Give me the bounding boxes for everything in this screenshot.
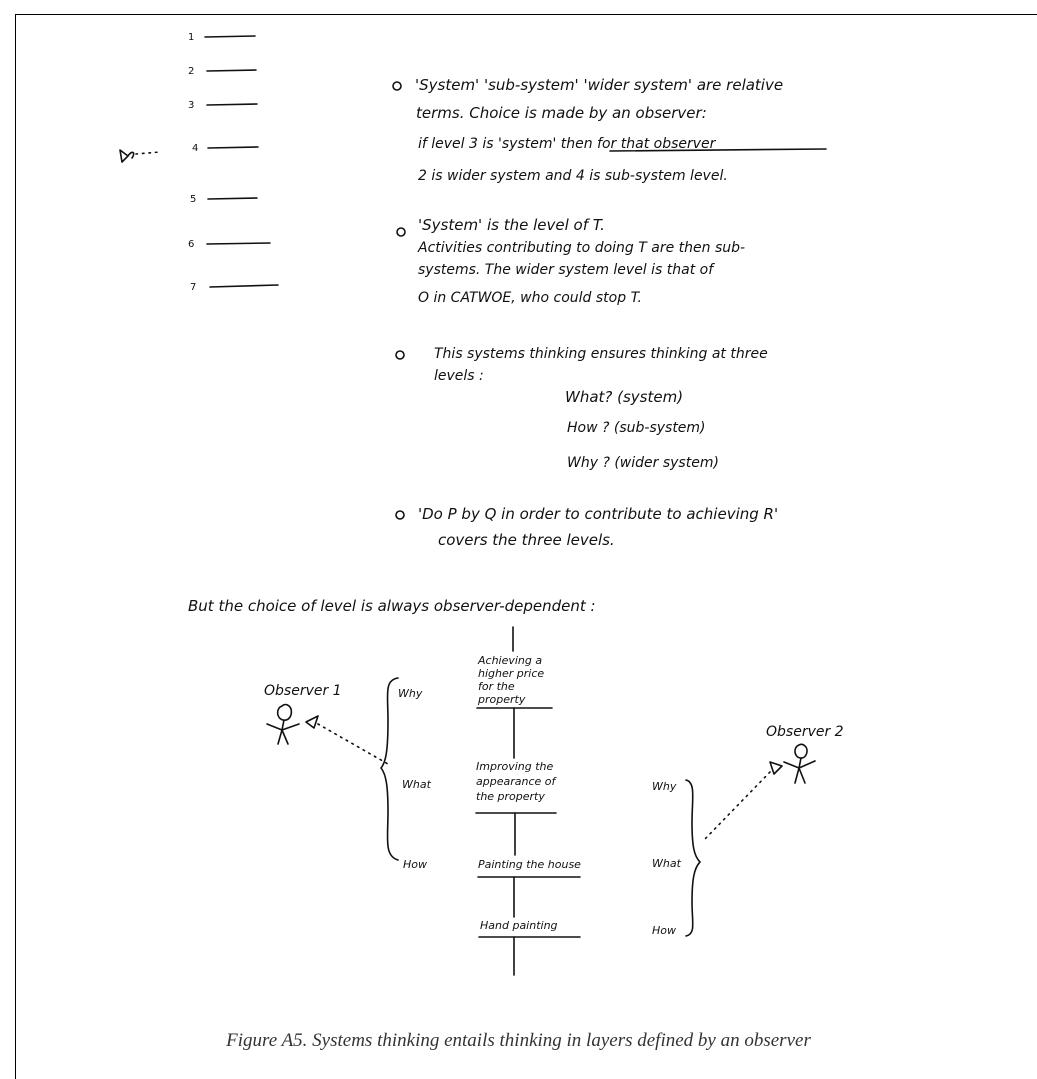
bullet-4 xyxy=(395,510,405,520)
eye-icon xyxy=(769,761,783,775)
observer-eye-icon xyxy=(119,149,161,163)
figure-caption: Figure A5. Systems thinking entails thin… xyxy=(226,1030,811,1051)
hierarchy-text: Achieving a xyxy=(477,654,542,667)
hierarchy-text: appearance of xyxy=(476,775,557,788)
note-line: systems. The wider system level is that … xyxy=(418,262,715,278)
hierarchy-text: higher price xyxy=(478,667,544,680)
hierarchy-text: Hand painting xyxy=(480,919,558,932)
brace-1: Why What How xyxy=(380,677,432,871)
hierarchy-level-what: Improving the appearance of the property xyxy=(475,760,557,814)
level-number: 6 xyxy=(188,239,194,250)
level-number: 1 xyxy=(188,32,194,43)
observer-1: Observer 1 xyxy=(264,683,389,765)
brace-2-what: What xyxy=(652,857,682,870)
brace-right xyxy=(685,779,701,937)
level-line xyxy=(207,146,259,149)
sight-line xyxy=(703,771,771,841)
stick-figure-icon xyxy=(783,743,816,784)
hierarchy-text: the property xyxy=(476,790,545,803)
note-line: if level 3 is 'system' then for that obs… xyxy=(418,136,717,152)
level-number: 2 xyxy=(188,66,194,77)
level-line xyxy=(206,69,257,72)
eye-icon xyxy=(305,715,319,729)
note-line: What? (system) xyxy=(565,388,683,406)
bullet-3 xyxy=(395,350,405,360)
level-line xyxy=(207,197,258,200)
brace-2-why: Why xyxy=(652,780,677,793)
level-ladder: 1 2 3 4 5 6 7 xyxy=(188,32,279,293)
note-line: Activities contributing to doing T are t… xyxy=(417,240,745,256)
note-line: Why ? (wider system) xyxy=(567,455,719,471)
level-number: 3 xyxy=(188,100,194,111)
notes-block: 'System' 'sub-system' 'wider system' are… xyxy=(392,76,827,549)
level-line xyxy=(209,284,279,288)
hierarchy-level-why: Achieving a higher price for the propert… xyxy=(476,654,553,709)
bullet-1 xyxy=(392,81,402,91)
note-line: levels : xyxy=(434,368,484,384)
note-line: 'System' is the level of T. xyxy=(418,216,605,234)
level-line xyxy=(206,103,258,106)
level-number: 7 xyxy=(190,282,196,293)
note-line: 'Do P by Q in order to contribute to ach… xyxy=(418,505,778,523)
level-number: 4 xyxy=(192,143,198,154)
sight-line xyxy=(317,723,389,765)
observer-2-label: Observer 2 xyxy=(766,724,844,740)
note-line: How ? (sub-system) xyxy=(567,420,706,436)
note-line: This systems thinking ensures thinking a… xyxy=(434,346,768,362)
hierarchy-text: Improving the xyxy=(476,760,553,773)
observer-2: Observer 2 xyxy=(703,724,844,841)
hierarchy-text: for the xyxy=(478,680,515,693)
brace-2-how: How xyxy=(652,924,676,937)
hierarchy-text: Painting the house xyxy=(478,858,581,871)
hierarchy-level-below: Hand painting xyxy=(478,919,581,938)
hierarchy-level-how: Painting the house xyxy=(477,858,581,878)
bullet-2 xyxy=(396,227,406,237)
note-line: 'System' 'sub-system' 'wider system' are… xyxy=(415,76,783,94)
note-line: terms. Choice is made by an observer: xyxy=(416,104,707,122)
level-hierarchy: Achieving a higher price for the propert… xyxy=(475,626,581,976)
underline xyxy=(609,148,827,152)
note-line: covers the three levels. xyxy=(438,531,615,549)
figure-frame xyxy=(15,14,1037,1079)
note-line: O in CATWOE, who could stop T. xyxy=(418,290,642,306)
observer-1-label: Observer 1 xyxy=(264,683,342,699)
brace-1-what: What xyxy=(402,778,432,791)
note-line: 2 is wider system and 4 is sub-system le… xyxy=(418,168,728,184)
brace-1-why: Why xyxy=(398,687,423,700)
level-number: 5 xyxy=(190,194,196,205)
hierarchy-text: property xyxy=(477,693,526,706)
stick-figure-icon xyxy=(266,703,300,745)
level-line xyxy=(206,242,271,245)
brace-2: Why What How xyxy=(652,779,701,937)
observer-dependent-statement: But the choice of level is always observ… xyxy=(188,597,596,615)
brace-left xyxy=(380,677,399,861)
level-line xyxy=(204,35,256,38)
brace-1-how: How xyxy=(403,858,427,871)
